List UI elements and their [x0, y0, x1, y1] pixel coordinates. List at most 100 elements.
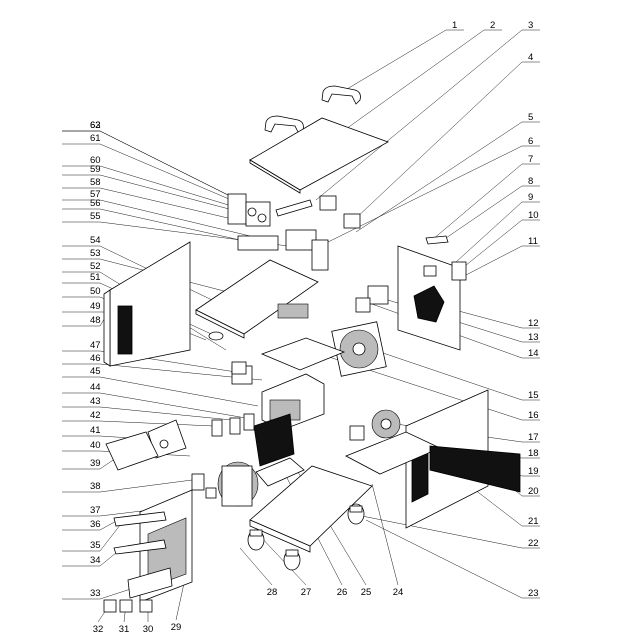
callout-3: 3	[528, 20, 533, 31]
callout-7: 7	[528, 154, 533, 165]
leader-line-53	[62, 258, 283, 307]
leader-line-7	[431, 163, 540, 241]
callout-62: 62	[90, 120, 101, 131]
callout-24: 24	[393, 587, 404, 598]
callout-38: 38	[90, 481, 101, 492]
callout-40: 40	[90, 440, 101, 451]
parts-drawing	[103, 85, 521, 613]
front-label	[105, 431, 159, 471]
callout-18: 18	[528, 448, 539, 459]
caster-front-right	[283, 549, 301, 571]
leader-line-35	[62, 519, 125, 552]
callout-11: 11	[528, 236, 538, 247]
callout-44: 44	[90, 382, 101, 393]
leader-line-1	[341, 29, 464, 93]
leader-line-55	[62, 221, 289, 247]
rear-connectors	[355, 235, 467, 313]
callout-22: 22	[528, 538, 539, 549]
leader-line-38	[62, 479, 193, 493]
callout-63: 63	[90, 120, 101, 131]
callout-13: 13	[528, 332, 539, 343]
leader-line-9	[455, 201, 540, 263]
callout-60: 60	[90, 155, 101, 166]
leader-line-15	[379, 351, 540, 401]
callout-23: 23	[528, 588, 539, 599]
callout-45: 45	[90, 366, 101, 377]
leader-line-42	[62, 420, 215, 427]
callout-32: 32	[93, 624, 104, 635]
leader-line-61	[62, 143, 237, 203]
leader-line-60	[62, 165, 259, 215]
callout-5: 5	[528, 112, 533, 123]
heatsink-mounting-plate	[231, 337, 346, 385]
callout-42: 42	[90, 410, 101, 421]
callout-4: 4	[528, 52, 533, 63]
callout-14: 14	[528, 348, 539, 359]
leader-line-39	[62, 457, 117, 470]
leader-line-23	[365, 519, 540, 599]
left-side-panel	[103, 241, 191, 367]
callout-46: 46	[90, 353, 101, 364]
callout-1: 1	[452, 20, 457, 31]
callout-21: 21	[528, 516, 539, 527]
callout-61: 61	[90, 133, 101, 144]
callout-15: 15	[528, 390, 539, 401]
callout-56: 56	[90, 198, 101, 209]
leader-line-59	[62, 174, 249, 215]
callout-36: 36	[90, 519, 101, 530]
leader-line-21	[469, 485, 540, 527]
callout-17: 17	[528, 432, 539, 443]
leader-line-3	[315, 29, 540, 201]
left-panel-vents	[117, 305, 133, 355]
heatsink-block	[253, 373, 325, 467]
callout-31: 31	[119, 624, 130, 635]
leader-line-4	[353, 61, 540, 221]
callout-20: 20	[528, 486, 539, 497]
leader-line-43	[62, 406, 233, 421]
callout-29: 29	[171, 622, 182, 633]
callout-59: 59	[90, 164, 101, 175]
callout-26: 26	[337, 587, 348, 598]
leader-line-45	[62, 376, 259, 407]
terminal-parts	[208, 331, 247, 375]
leader-line-56	[62, 208, 241, 241]
caster-rear	[347, 503, 365, 525]
leader-line-57	[62, 199, 251, 237]
callout-37: 37	[90, 505, 101, 516]
callout-28: 28	[267, 587, 278, 598]
rear-panel	[397, 245, 461, 351]
leader-line-12	[439, 305, 540, 329]
leader-line-36	[62, 519, 119, 531]
upper-brackets	[275, 195, 361, 229]
leader-line-28	[239, 547, 273, 586]
callout-39: 39	[90, 458, 101, 469]
callout-35: 35	[90, 540, 101, 551]
leader-line-34	[62, 547, 123, 567]
leader-line-44	[62, 392, 247, 419]
front-brackets	[191, 473, 217, 499]
leader-line-63	[62, 130, 231, 197]
callout-47: 47	[90, 340, 101, 351]
callout-52: 52	[90, 261, 101, 272]
callout-33: 33	[90, 588, 101, 599]
power-modules	[211, 413, 255, 437]
leader-line-16	[325, 355, 540, 421]
main-transformer	[217, 457, 305, 507]
callout-2: 2	[490, 20, 495, 31]
leader-line-22	[361, 515, 540, 549]
callout-8: 8	[528, 176, 533, 187]
callout-54: 54	[90, 235, 101, 246]
callout-58: 58	[90, 177, 101, 188]
callout-30: 30	[143, 624, 154, 635]
carry-handle-left	[264, 115, 304, 135]
leader-line-58	[62, 187, 263, 227]
callout-10: 10	[528, 210, 539, 221]
leader-line-24	[371, 483, 399, 586]
top-cover-plate	[249, 117, 389, 194]
carry-handle-right	[321, 85, 361, 105]
callout-25: 25	[361, 587, 372, 598]
callout-9: 9	[528, 192, 533, 203]
callout-55: 55	[90, 211, 101, 222]
callout-48: 48	[90, 315, 101, 326]
